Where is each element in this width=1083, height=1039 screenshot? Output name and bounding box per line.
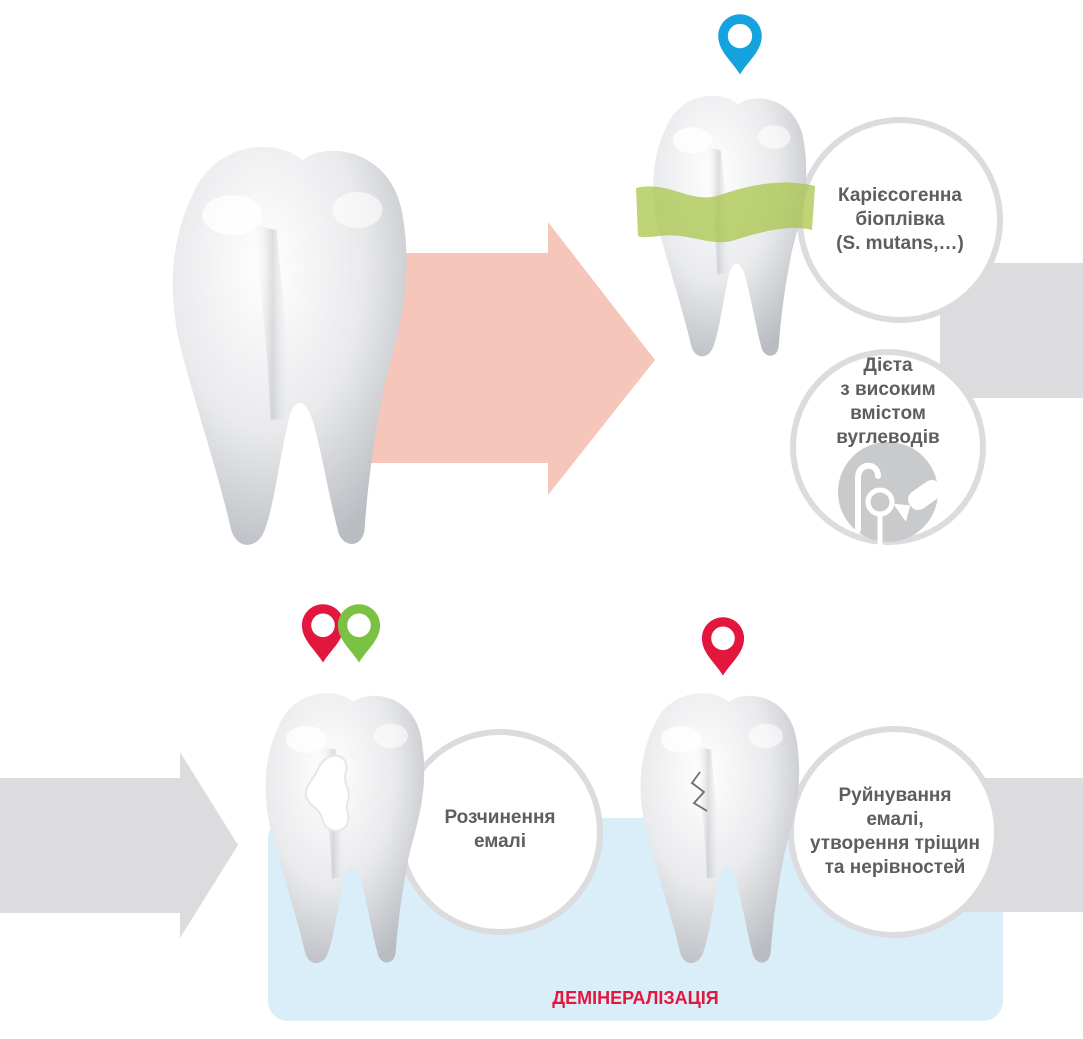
gray-arrow-left [0,752,238,938]
demineralization-label: ДЕМІНЕРАЛІЗАЦІЯ [268,988,1003,1009]
red-pin-icon-2 [702,617,744,675]
green-pin-icon [338,604,380,662]
biofilm-tooth [636,96,815,357]
biofilm-label: Карієсогенна біоплівка (S. mutans,…) [810,160,990,280]
destruction-label: Руйнування емалі, утворення тріщин та не… [800,772,990,892]
healthy-tooth [173,147,407,545]
dissolution-label: Розчинення емалі [410,795,590,865]
blue-pin-icon [718,14,762,74]
diet-label: Дієта з високим вмістом вуглеводів [798,362,978,442]
red-pin-icon [302,604,344,662]
